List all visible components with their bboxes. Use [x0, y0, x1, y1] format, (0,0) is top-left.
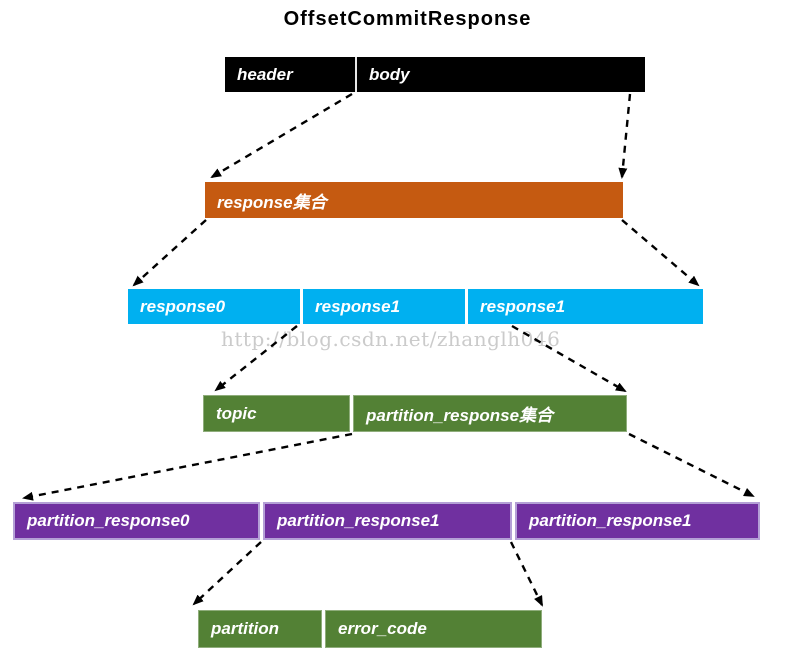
cell-body: body — [357, 57, 645, 92]
arrow-connector — [132, 219, 207, 287]
cell-response0: response0 — [128, 289, 300, 324]
arrow-connector — [192, 541, 262, 606]
cell-partition-response0: partition_response0 — [13, 502, 260, 540]
cell-partition: partition — [198, 610, 322, 648]
bar-topic-row: topic partition_response集合 — [203, 395, 627, 432]
cell-response1a-label: response1 — [315, 296, 401, 316]
cell-response1b: response1 — [468, 289, 703, 324]
cell-response1a: response1 — [303, 289, 465, 324]
arrow-connector — [22, 432, 353, 501]
cell-response-set-label: response集合 — [217, 192, 327, 212]
cell-body-label: body — [369, 64, 410, 84]
cell-partition-label: partition — [211, 619, 279, 638]
bar-response-set: response集合 — [205, 182, 623, 218]
cell-partition-response-set: partition_response集合 — [353, 395, 627, 432]
arrow-connector — [621, 219, 700, 287]
arrow-connector — [210, 92, 353, 179]
watermark-text: http://blog.csdn.net/zhanglh046 — [221, 327, 561, 351]
cell-response-set: response集合 — [205, 182, 623, 218]
cell-response1b-label: response1 — [480, 296, 566, 316]
cell-header: header — [225, 57, 355, 92]
bar-partition-detail: partition error_code — [198, 610, 542, 648]
bar-responses: response0 response1 response1 — [128, 289, 703, 324]
cell-topic: topic — [203, 395, 350, 432]
bar-message: header body — [225, 57, 645, 92]
bar-partition-responses: partition_response0 partition_response1 … — [13, 502, 760, 540]
cell-partition-response1b: partition_response1 — [515, 502, 760, 540]
cell-response0-label: response0 — [140, 296, 226, 316]
cell-header-label: header — [237, 64, 293, 84]
cell-topic-label: topic — [216, 403, 257, 423]
arrow-connector — [509, 541, 544, 607]
cell-error-code-label: error_code — [338, 619, 427, 638]
cell-partition-response1b-label: partition_response1 — [529, 511, 692, 530]
arrow-connector — [618, 93, 632, 179]
cell-partition-response0-label: partition_response0 — [27, 511, 190, 530]
cell-error-code: error_code — [325, 610, 542, 648]
arrow-connector — [628, 432, 755, 498]
cell-partition-response1a-label: partition_response1 — [277, 511, 440, 530]
diagram-title: OffsetCommitResponse — [283, 8, 532, 30]
cell-partition-response-set-label: partition_response集合 — [366, 406, 554, 425]
cell-partition-response1a: partition_response1 — [263, 502, 512, 540]
